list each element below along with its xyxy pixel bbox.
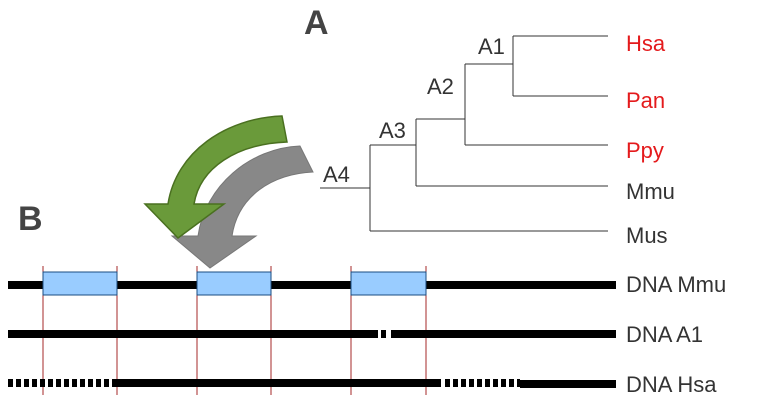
leaf-label-mus: Mus — [626, 223, 668, 248]
panel-label-a: A — [304, 4, 329, 42]
sequence-line — [8, 330, 378, 338]
sequence-line — [520, 380, 616, 388]
branch-a1 — [512, 35, 608, 97]
track-label-dna-hsa: DNA Hsa — [626, 372, 717, 397]
panel-label-b: B — [18, 200, 43, 238]
branch-a2 — [464, 63, 608, 146]
track-dna-mmu — [8, 271, 616, 296]
leaf-label-hsa: Hsa — [626, 31, 666, 56]
node-label-a4: A4 — [323, 162, 350, 187]
track-dna-a1 — [8, 330, 616, 338]
node-label-a1: A1 — [478, 34, 505, 59]
green-arrow — [143, 115, 288, 239]
track-label-dna-mmu: DNA Mmu — [626, 272, 726, 297]
branch-a3 — [415, 118, 608, 187]
sequence-line — [391, 330, 616, 338]
sequence-line — [381, 330, 386, 338]
sequence-line — [8, 281, 616, 289]
leaf-label-mmu: Mmu — [626, 179, 675, 204]
sequence-block — [350, 271, 427, 296]
leaf-label-pan: Pan — [626, 88, 665, 113]
sequence-block — [196, 271, 272, 296]
phylogenetic-tree — [320, 35, 608, 232]
node-label-a2: A2 — [427, 74, 454, 99]
track-dna-hsa — [8, 379, 616, 388]
sequence-block — [42, 271, 118, 296]
leaf-label-ppy: Ppy — [626, 138, 664, 163]
node-label-a3: A3 — [379, 118, 406, 143]
track-label-dna-a1: DNA A1 — [626, 322, 703, 347]
gray-arrow — [170, 145, 314, 269]
sequence-line — [117, 379, 441, 387]
branch-a4 — [369, 144, 608, 232]
